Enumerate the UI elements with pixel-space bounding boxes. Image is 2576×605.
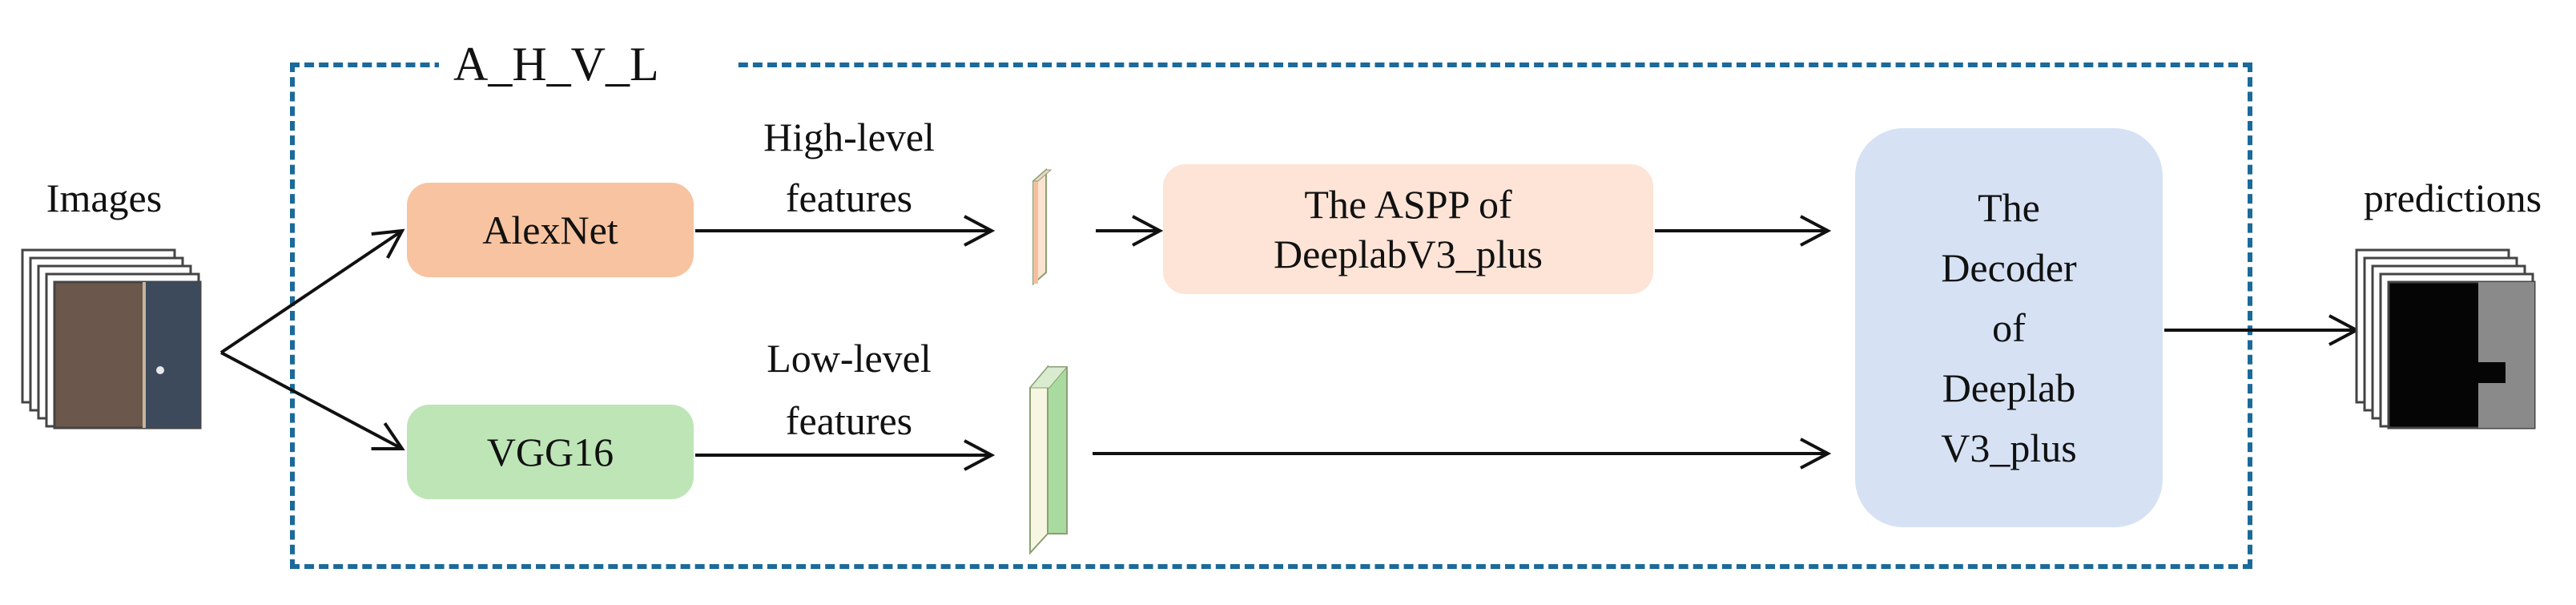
decoder-label-line2: Decoder [1941, 244, 2077, 290]
title-mask [439, 48, 737, 80]
aspp-label-line1: The ASPP of [1304, 181, 1512, 227]
edge-images-to-vgg16 [220, 351, 402, 449]
module-frame [290, 63, 2252, 569]
input-image-stack [21, 248, 202, 430]
alexnet-label: AlexNet [482, 207, 618, 252]
low-level-feature-map [1028, 365, 1069, 555]
alexnet-box: AlexNet [407, 183, 694, 277]
output-label: predictions [2363, 175, 2542, 220]
decoder-label-line4: Deeplab [1942, 365, 2076, 410]
decoder-label-line5: V3_plus [1941, 425, 2077, 470]
low-level-label-1: Low-level [767, 336, 932, 381]
decoder-label-line1: The [1978, 184, 2040, 230]
edge-images-to-alexnet [219, 231, 402, 354]
input-label: Images [46, 175, 163, 220]
vgg16-label: VGG16 [486, 429, 614, 474]
vgg16-box: VGG16 [407, 405, 694, 499]
decoder-label-line3: of [1992, 305, 2026, 350]
decoder-box: The Decoder of Deeplab V3_plus [1855, 128, 2163, 527]
high-level-label-2: features [785, 175, 913, 220]
aspp-box: The ASPP of DeeplabV3_plus [1163, 164, 1653, 294]
aspp-label-line2: DeeplabV3_plus [1273, 232, 1544, 276]
high-level-label-1: High-level [763, 115, 935, 159]
prediction-image-stack [2355, 248, 2536, 430]
low-level-label-2: features [785, 398, 913, 443]
module-title: A_H_V_L [453, 38, 659, 91]
high-level-feature-map [1032, 167, 1053, 286]
